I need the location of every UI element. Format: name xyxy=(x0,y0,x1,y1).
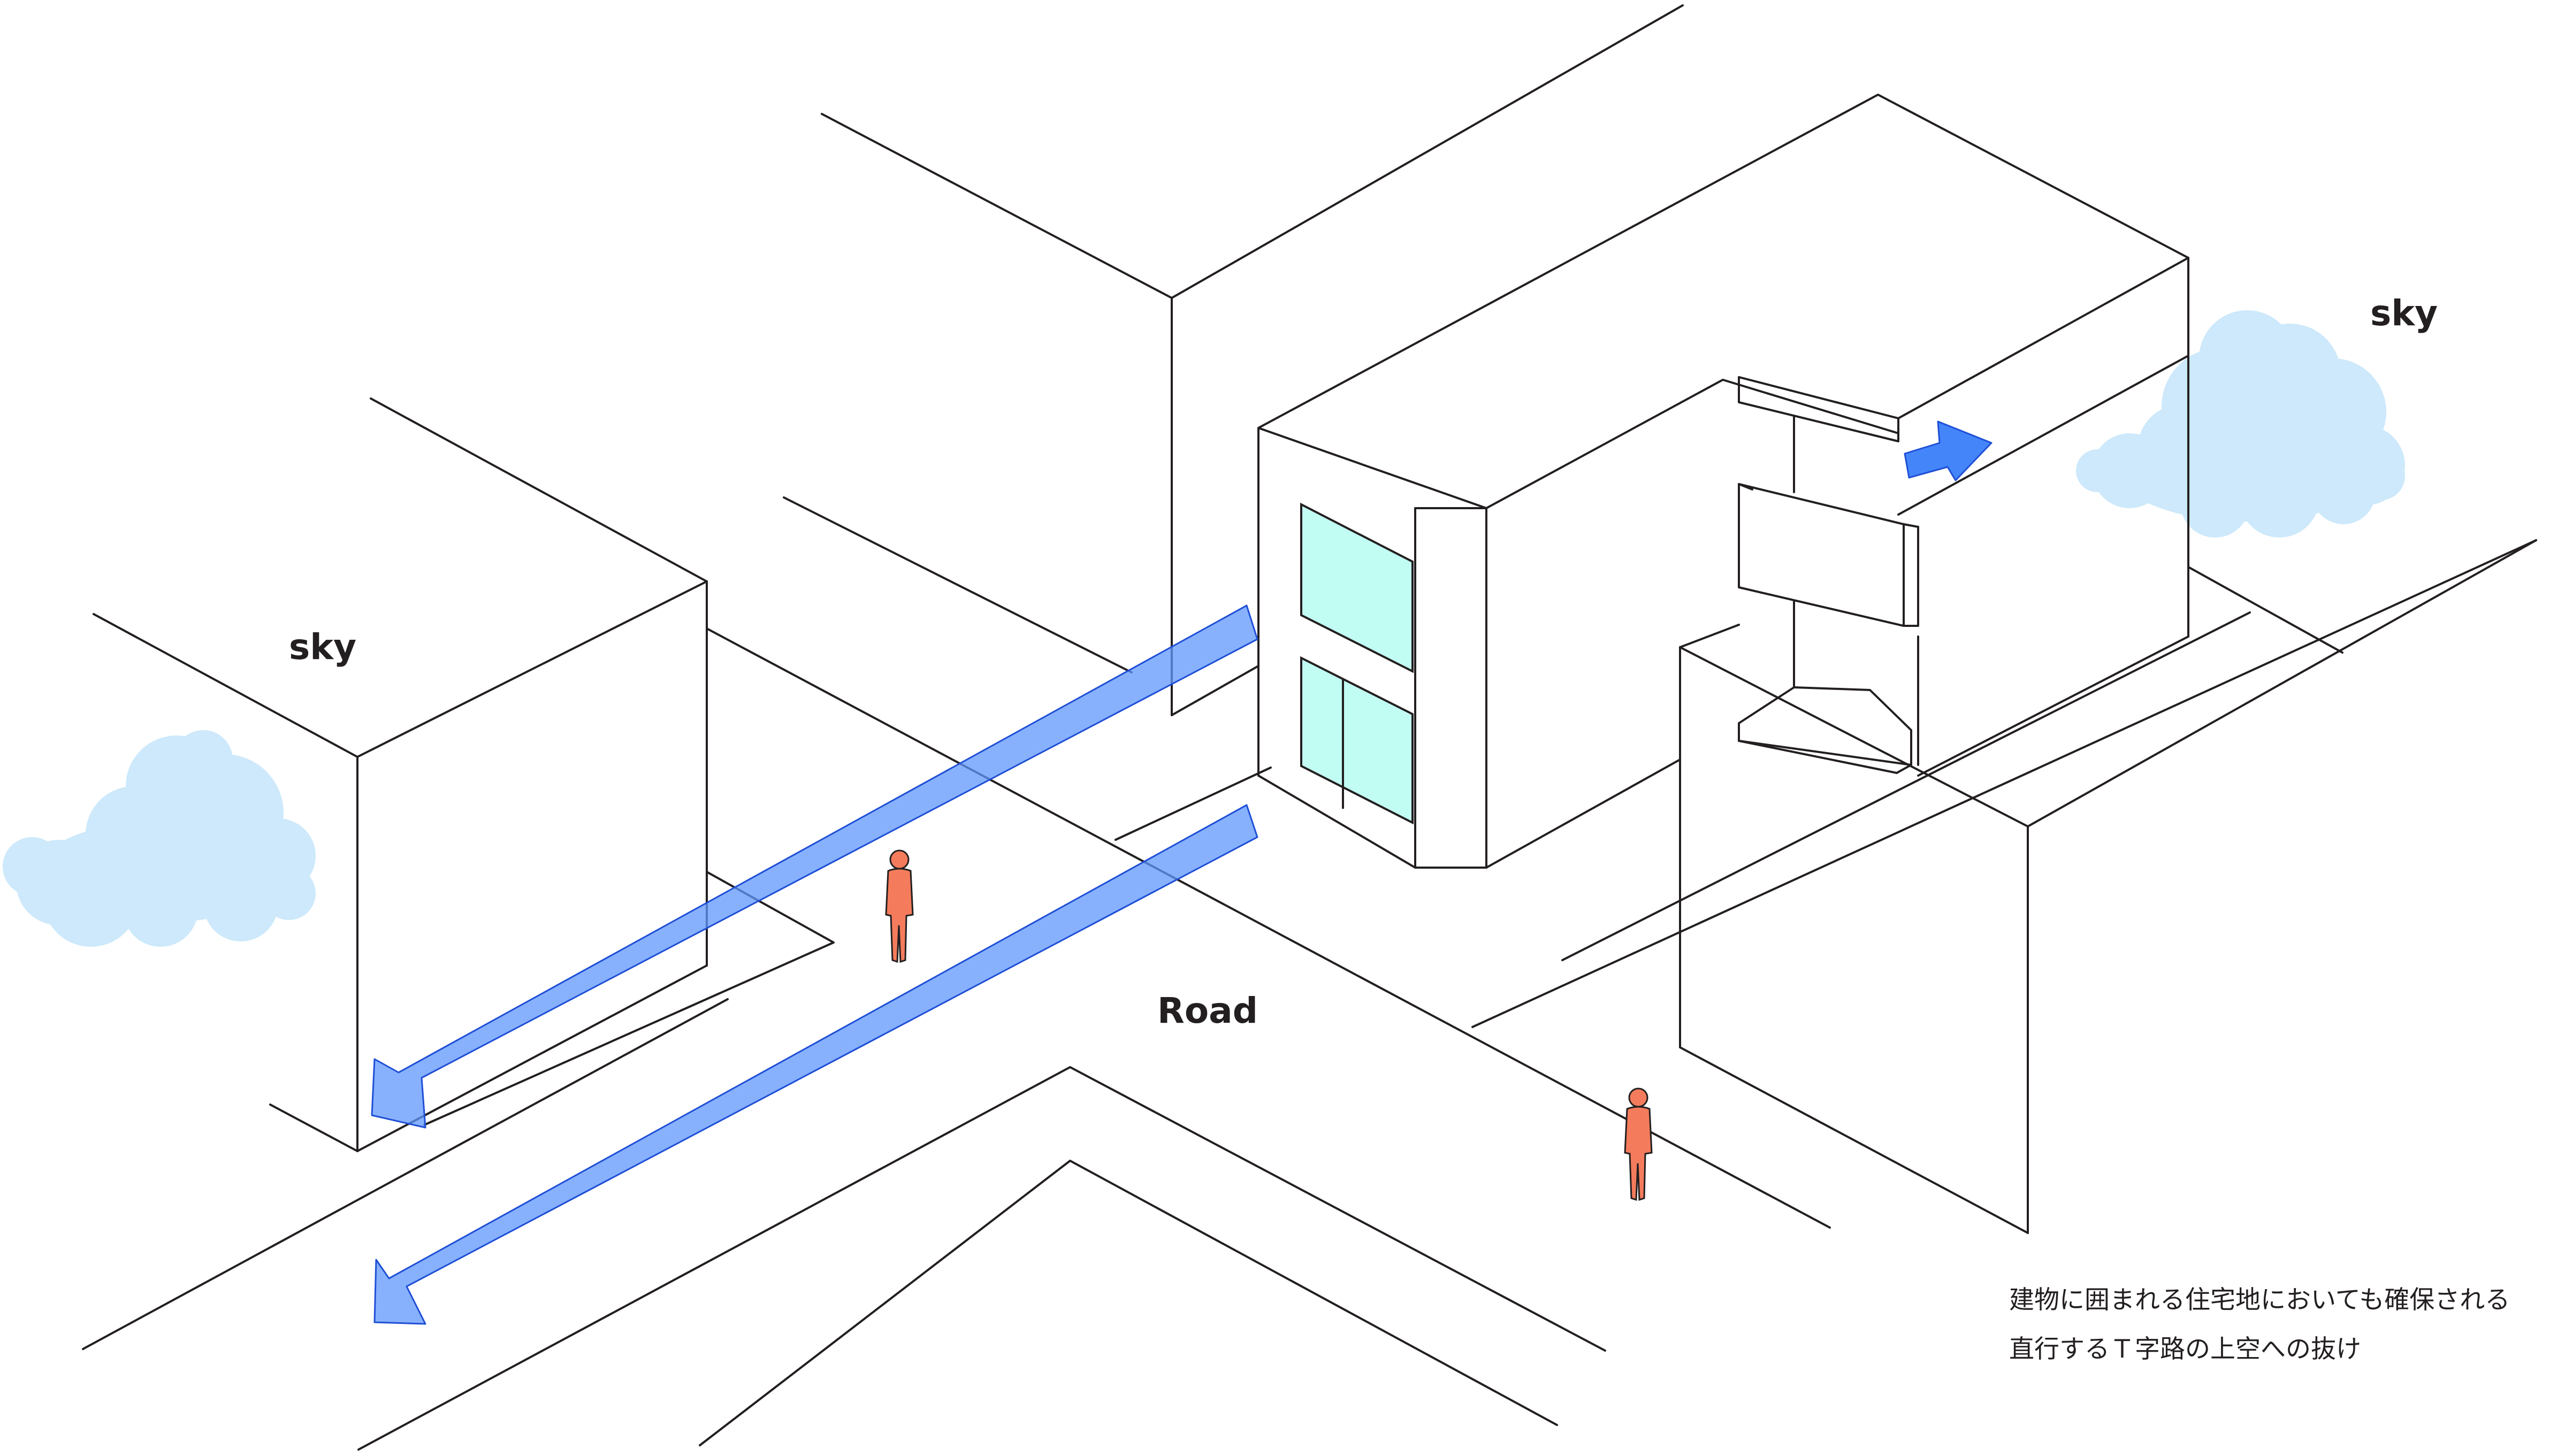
left-building-back-edge xyxy=(370,397,708,583)
road-line-right xyxy=(1471,539,2537,1028)
main-building-roof xyxy=(1257,94,2189,509)
arrow-upper-street xyxy=(371,604,1258,1129)
back-building-lower xyxy=(783,496,1133,673)
sky-right-label: sky xyxy=(2370,293,2438,334)
caption-line-2: 直行するＴ字路の上空への抜け xyxy=(2009,1335,2361,1364)
window-upper xyxy=(1300,502,1414,673)
cloud-left-icon xyxy=(3,730,316,947)
road-corner-far xyxy=(357,1066,1606,1451)
left-building-top xyxy=(93,580,708,758)
back-building-top xyxy=(821,4,1684,299)
view-arrows xyxy=(371,420,1993,1325)
road-line-left xyxy=(82,998,729,1350)
road-line-main xyxy=(706,627,1831,1229)
arrow-lower-street xyxy=(373,804,1258,1325)
caption: 建物に囲まれる住宅地においても確保される 直行するＴ字路の上空への抜け xyxy=(2009,1276,2555,1374)
middle-slab xyxy=(1738,483,1905,627)
road-corner-near xyxy=(699,1160,1558,1446)
cloud-right-icon xyxy=(2076,310,2405,538)
windows xyxy=(1300,502,1414,825)
caption-line-1: 建物に囲まれる住宅地においても確保される xyxy=(2009,1285,2510,1315)
road-label: Road xyxy=(1157,990,1258,1031)
window-lower xyxy=(1300,656,1414,825)
arrow-up-sky xyxy=(1904,420,1993,481)
person-near-icon xyxy=(885,849,914,963)
upper-slab xyxy=(1738,376,1899,442)
person-far-icon xyxy=(1624,1087,1653,1201)
sky-left-label: sky xyxy=(289,626,356,668)
